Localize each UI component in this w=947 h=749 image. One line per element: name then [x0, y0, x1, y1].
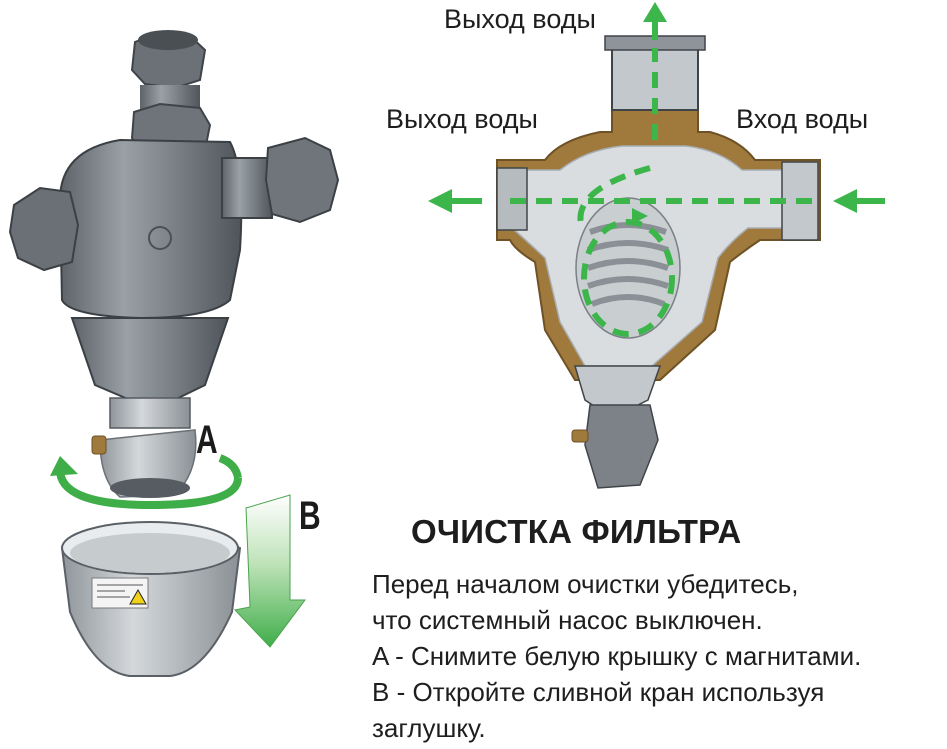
instruction-line: что системный насос выключен.: [372, 605, 763, 635]
inlet-right-arrow-icon: [833, 189, 885, 213]
filter-body: [8, 136, 340, 498]
instruction-line: Перед началом очистки убедитесь,: [372, 569, 799, 599]
cutaway-drain: [584, 404, 659, 489]
magnet-cap-removed: [60, 521, 242, 677]
top-union-nut: [130, 30, 212, 160]
step-b-marker: B: [299, 494, 321, 538]
instruction-line: A - Снимите белую крышку с магнитами.: [372, 641, 862, 671]
outlet-top-arrow-icon: [643, 2, 667, 40]
flow-chevron: [632, 208, 648, 224]
step-a-marker: A: [196, 418, 218, 462]
down-arrow-icon: [234, 494, 306, 648]
magnet-coil: [587, 222, 669, 307]
section-title: ОЧИСТКА ФИЛЬТРА: [411, 513, 742, 550]
filter-cutaway-illustration: [428, 2, 885, 489]
instructions: Перед началом очистки убедитесь, что сис…: [372, 566, 947, 746]
label-outlet-left: Выход воды: [386, 104, 538, 134]
flow-path: [500, 48, 812, 337]
outlet-left-arrow-icon: [428, 189, 482, 213]
warning-triangle-icon: [129, 588, 147, 605]
instruction-line: B - Откройте сливной кран используя: [372, 677, 825, 707]
filter-external-illustration: [8, 30, 340, 677]
label-inlet-right: Вход воды: [736, 104, 869, 134]
instruction-line: заглушку.: [372, 713, 486, 743]
label-outlet-top: Выход воды: [444, 4, 596, 34]
rotate-arrow-icon: [50, 454, 242, 510]
